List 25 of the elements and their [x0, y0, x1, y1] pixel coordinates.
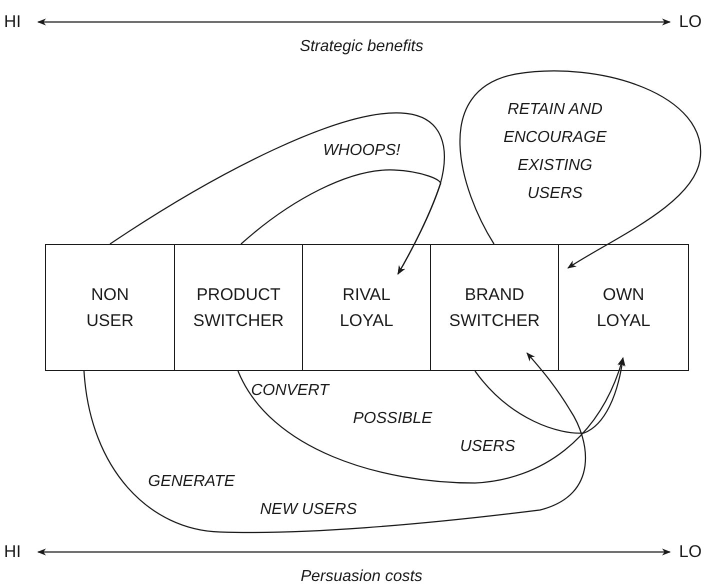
- edge-label: RETAIN AND ENCOURAGE EXISTING USERS: [502, 100, 608, 204]
- curved-arrow: [474, 357, 626, 434]
- segment-label: OWN LOYAL: [596, 284, 650, 332]
- edge-label: CONVERT POSSIBLE USERS: [251, 381, 516, 457]
- axis-caption: Strategic benefits: [298, 37, 424, 57]
- axis-end-label: HI: [4, 542, 21, 562]
- axis-end-label: LO: [679, 542, 702, 562]
- curved-arrow: [237, 357, 624, 484]
- axis-end-label: HI: [4, 12, 21, 32]
- axis-caption: Persuasion costs: [300, 567, 424, 587]
- curved-arrow: [460, 70, 701, 268]
- segment-box: [302, 244, 431, 371]
- curved-arrow: [83, 352, 586, 534]
- segment-box: [430, 244, 559, 371]
- segment-box: [558, 244, 689, 371]
- segment-label: NON USER: [86, 284, 134, 332]
- curved-arrow: [240, 169, 441, 275]
- edge-label: WHOOPS!: [323, 141, 400, 161]
- segment-label: PRODUCT SWITCHER: [193, 284, 284, 332]
- segment-box: [174, 244, 303, 371]
- segment-label: BRAND SWITCHER: [449, 284, 540, 332]
- axis-end-label: LO: [679, 12, 702, 32]
- edge-label: GENERATE NEW USERS: [148, 472, 357, 520]
- segment-label: RIVAL LOYAL: [340, 284, 394, 332]
- segment-box: [45, 244, 175, 371]
